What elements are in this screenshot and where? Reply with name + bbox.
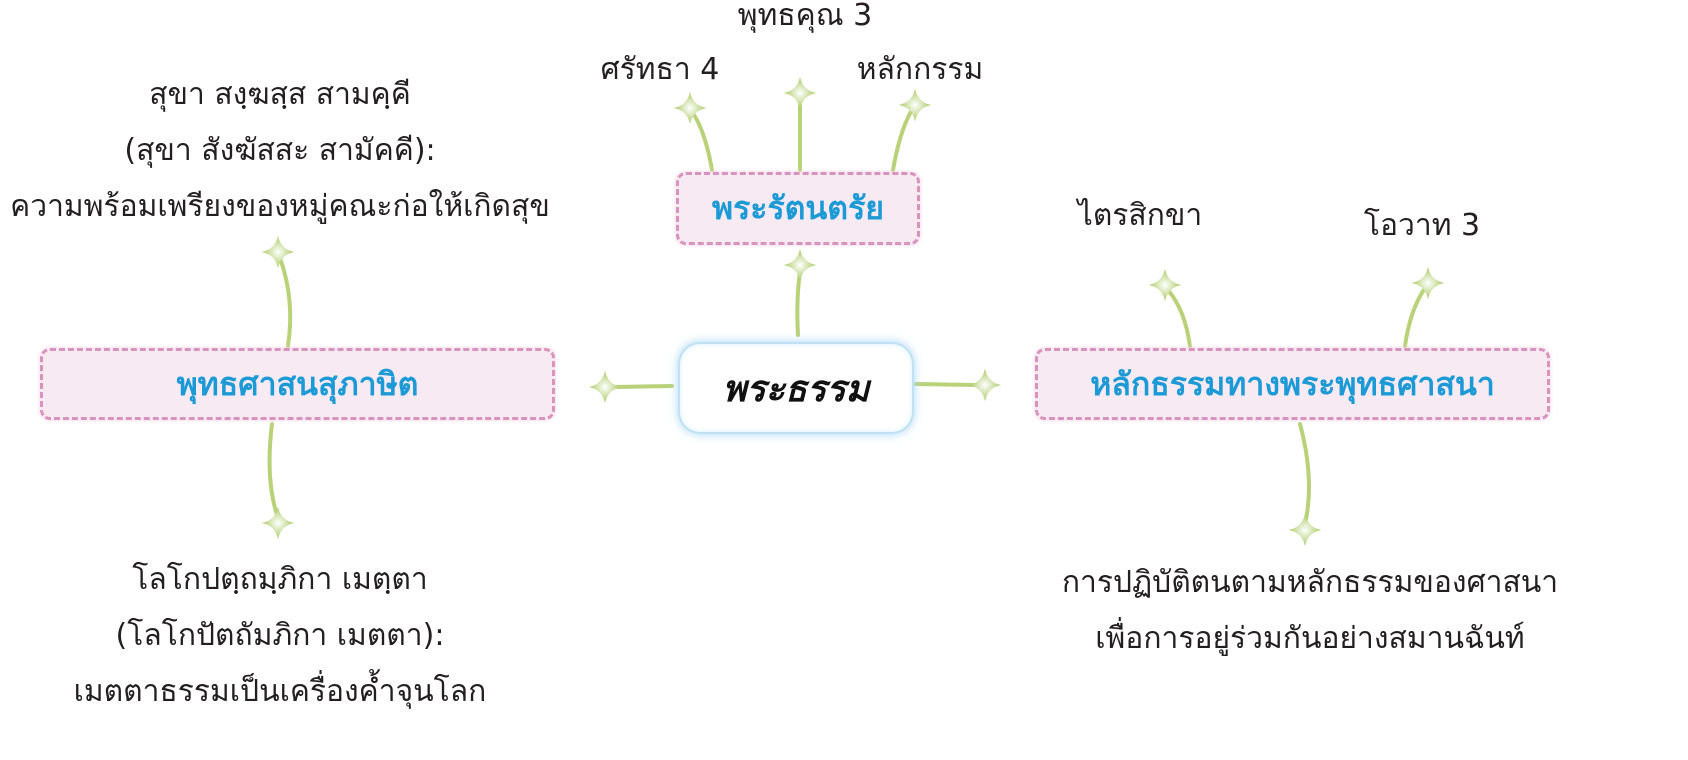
center-node[interactable]: พระธรรม <box>678 342 914 434</box>
label-threefold-training: ไตรสิกขา <box>1077 198 1203 233</box>
center-label: พระธรรม <box>722 367 870 410</box>
proverb-line: ความพร้อมเพรียงของหมู่คณะก่อให้เกิดสุข <box>10 189 550 224</box>
node-label: พุทธศาสนสุภาษิต <box>176 364 419 403</box>
sparkle-icon <box>1411 266 1445 300</box>
proverb-line: (สุขา สังฆัสสะ สามัคคี): <box>124 133 436 168</box>
sparkle-icon <box>783 248 817 282</box>
proverb-line: สุขา สงฺฆสฺส สามคฺคี <box>149 77 411 112</box>
proverb-kindness: โลโกปตฺถมฺภิกา เมตฺตา (โลโกปัตถัมภิกา เม… <box>0 552 560 720</box>
label-faith-4: ศรัทธา 4 <box>600 52 720 87</box>
node-label: พระรัตนตรัย <box>711 189 885 227</box>
proverb-line: (โลโกปัตถัมภิกา เมตตา): <box>115 618 445 653</box>
proverb-unity: สุขา สงฺฆสฺส สามคฺคี (สุขา สังฆัสสะ สามั… <box>0 67 560 235</box>
description-line: การปฏิบัติตนตามหลักธรรมของศาสนา <box>1061 565 1559 600</box>
sparkle-icon <box>261 235 295 269</box>
sparkle-icon <box>1148 268 1182 302</box>
label-buddha-qualities-3: พุทธคุณ 3 <box>737 0 873 33</box>
sparkle-icon <box>261 506 295 540</box>
proverb-line: เมตตาธรรมเป็นเครื่องค้ำจุนโลก <box>73 674 487 709</box>
sparkle-icon <box>588 370 622 404</box>
sparkle-icon <box>1288 513 1322 547</box>
node-triple-gem[interactable]: พระรัตนตรัย <box>676 172 920 245</box>
sparkle-icon <box>783 76 817 110</box>
description-line: เพื่อการอยู่ร่วมกันอย่างสมานฉันท์ <box>1095 621 1525 656</box>
sparkle-icon <box>968 368 1002 402</box>
node-buddhist-principles[interactable]: หลักธรรมทางพระพุทธศาสนา <box>1035 348 1550 420</box>
label-law-of-karma: หลักกรรม <box>856 52 984 87</box>
node-label: หลักธรรมทางพระพุทธศาสนา <box>1090 364 1495 403</box>
proverb-line: โลโกปตฺถมฺภิกา เมตฺตา <box>132 562 428 597</box>
label-ovada-3: โอวาท 3 <box>1363 208 1481 243</box>
node-buddhist-proverbs[interactable]: พุทธศาสนสุภาษิต <box>40 348 555 420</box>
practice-description: การปฏิบัติตนตามหลักธรรมของศาสนา เพื่อการ… <box>1030 555 1590 667</box>
